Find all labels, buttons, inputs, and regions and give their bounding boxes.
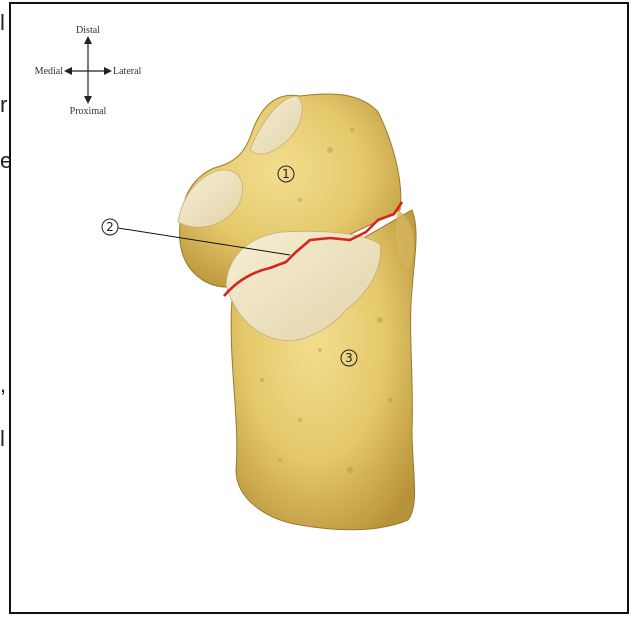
lateral-label: Lateral [113,66,142,77]
arrow-up-icon [84,36,92,44]
distal-label: Distal [76,25,100,36]
orientation-compass: Distal Medial Lateral Proximal [35,25,142,117]
bone [178,94,416,530]
label-2: 2 [102,219,118,235]
label-2-text: 2 [106,220,114,234]
label-3-text: 3 [345,351,353,365]
arrow-down-icon [84,96,92,104]
arrow-left-icon [64,67,72,75]
medial-label: Medial [35,66,64,77]
label-1-text: 1 [282,167,290,181]
arrow-right-icon [104,67,112,75]
proximal-label: Proximal [70,106,107,117]
